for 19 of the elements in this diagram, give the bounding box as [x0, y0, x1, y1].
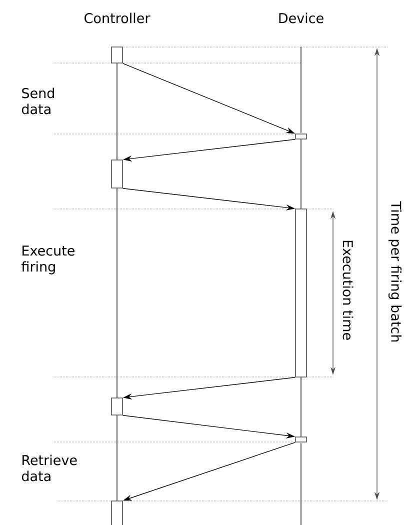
- activation-bar: [295, 436, 307, 442]
- activation-bar: [111, 398, 123, 416]
- lifeline-header: Controller: [84, 12, 150, 24]
- activation-bar: [295, 208, 307, 378]
- lifeline: [116, 415, 118, 501]
- lifeline: [116, 63, 118, 160]
- dimension-label: Time per firing batch: [388, 201, 402, 342]
- phase-label: Send data: [22, 88, 54, 114]
- activation-bar: [111, 160, 123, 188]
- activation-bar: [111, 500, 123, 525]
- lifeline-header: Device: [279, 12, 324, 24]
- activation-bar: [111, 46, 123, 64]
- lifeline: [116, 188, 118, 398]
- activation-bar: [295, 134, 307, 140]
- lifeline: [300, 139, 302, 209]
- phase-label: Execute firing: [22, 246, 74, 274]
- dimension-label: Execution time: [342, 240, 354, 340]
- lifeline: [300, 377, 302, 437]
- phase-label: Retrieve data: [22, 454, 77, 482]
